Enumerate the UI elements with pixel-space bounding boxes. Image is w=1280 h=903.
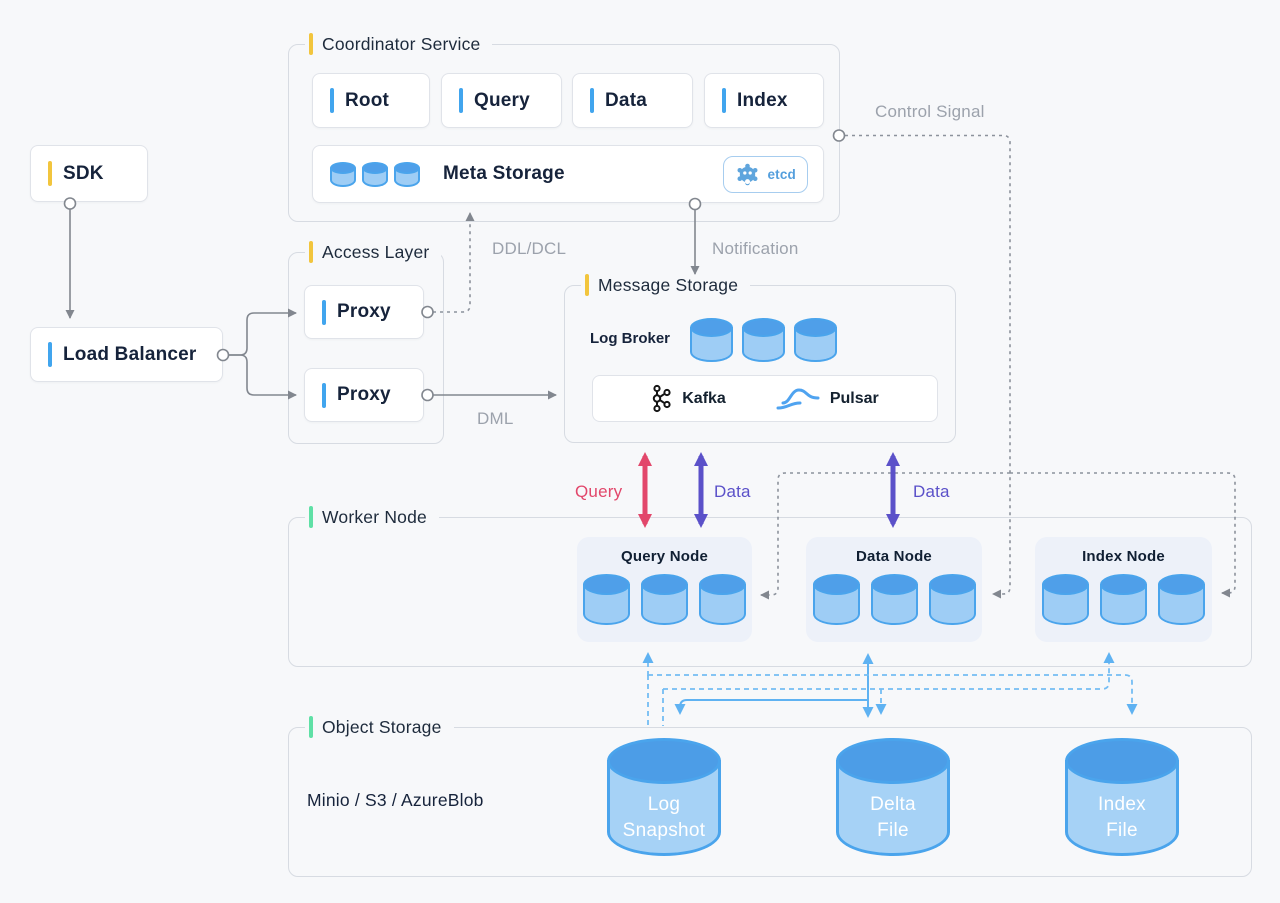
- database-cylinder-icon: [1158, 574, 1205, 625]
- ddl-dcl-label: DDL/DCL: [492, 239, 567, 258]
- database-cylinder-icon: [794, 318, 837, 362]
- green-accent-bar: [309, 716, 313, 738]
- index-label: Index: [737, 89, 788, 111]
- blue-accent-bar: [590, 88, 594, 113]
- access-layer-group: Access Layer: [288, 239, 444, 444]
- data-flow-label-query-node: Data: [714, 482, 751, 501]
- log-broker-label: Log Broker: [590, 330, 671, 347]
- data-node-title: Data Node: [856, 548, 932, 565]
- etcd-label: etcd: [767, 166, 796, 182]
- group-title: Object Storage: [322, 716, 442, 737]
- query-flow-label: Query: [575, 482, 623, 501]
- sdk-label: SDK: [63, 162, 104, 184]
- query-node-cylinders: [577, 574, 752, 625]
- blue-accent-bar: [322, 382, 326, 408]
- database-cylinder-icon: [1042, 574, 1089, 625]
- object-storage-group: Object Storage: [288, 714, 1252, 877]
- dml-label: DML: [477, 409, 514, 428]
- yellow-accent-bar: [309, 33, 313, 55]
- load-balancer-label: Load Balancer: [63, 343, 197, 365]
- coordinator-service-group: Coordinator Service: [288, 31, 840, 222]
- database-cylinder-icon: [812, 574, 860, 625]
- group-title: Message Storage: [598, 274, 739, 295]
- message-storage-group: Message Storage: [564, 272, 956, 443]
- index-coordinator-box: Index: [704, 73, 824, 128]
- data-flow-label-data-node: Data: [913, 482, 950, 501]
- database-cylinder-icon: [742, 318, 785, 362]
- proxy-label: Proxy: [337, 384, 391, 405]
- data-label: Data: [605, 89, 647, 111]
- index-node-panel: Index Node: [1035, 537, 1212, 642]
- blue-accent-bar: [48, 342, 52, 367]
- proxy-box-1: Proxy: [304, 285, 424, 339]
- yellow-accent-bar: [48, 161, 52, 186]
- root-coordinator-box: Root: [312, 73, 430, 128]
- index-node-cylinders: [1035, 574, 1212, 625]
- database-cylinder-icon: [870, 574, 918, 625]
- yellow-accent-bar: [585, 274, 589, 296]
- yellow-accent-bar: [309, 241, 313, 263]
- proxy-label: Proxy: [337, 301, 391, 322]
- load-balancer-box: Load Balancer: [30, 327, 223, 382]
- index-file-label: Index File: [1098, 794, 1146, 841]
- data-coordinator-box: Data: [572, 73, 693, 128]
- group-title: Worker Node: [322, 506, 427, 527]
- kafka-label: Kafka: [682, 389, 726, 407]
- coordinator-service-group-label: Coordinator Service: [305, 31, 493, 57]
- query-coordinator-box: Query: [441, 73, 562, 128]
- worker-node-group: Worker Node: [288, 504, 1252, 667]
- control-signal-label: Control Signal: [875, 102, 985, 121]
- database-cylinder-icon: [928, 574, 976, 625]
- database-cylinder-icon: [394, 161, 420, 187]
- group-title: Coordinator Service: [322, 33, 481, 54]
- delta-file-label: Delta File: [870, 794, 916, 841]
- blue-accent-bar: [322, 299, 326, 325]
- etcd-badge: etcd: [723, 155, 808, 193]
- meta-storage-box: Meta Storage etcd: [312, 145, 824, 203]
- pulsar-label: Pulsar: [829, 389, 879, 407]
- data-node-panel: Data Node: [806, 537, 982, 642]
- query-label: Query: [474, 89, 530, 111]
- pulsar-icon: [776, 387, 820, 409]
- query-node-panel: Query Node: [577, 537, 752, 642]
- sdk-box: SDK: [30, 145, 148, 202]
- meta-storage-cylinders: [330, 161, 420, 187]
- load-balancer-to-proxy-arrows: [228, 308, 297, 400]
- database-cylinder-icon: [641, 574, 688, 625]
- broker-options-box: Kafka Pulsar: [592, 375, 938, 422]
- index-node-title: Index Node: [1082, 548, 1165, 565]
- green-accent-bar: [309, 506, 313, 528]
- database-cylinder-icon: [699, 574, 746, 625]
- etcd-gear-icon: [737, 163, 758, 185]
- log-snapshot-label: Log Snapshot: [622, 794, 706, 841]
- object-storage-group-label: Object Storage: [305, 714, 454, 740]
- database-cylinder-icon: [1100, 574, 1147, 625]
- database-cylinder-icon: [330, 161, 356, 187]
- blue-accent-bar: [722, 88, 726, 113]
- access-layer-group-label: Access Layer: [305, 239, 442, 265]
- group-title: Access Layer: [322, 241, 430, 262]
- data-node-cylinders: [806, 574, 982, 625]
- delta-file-cylinder: Delta File: [836, 738, 950, 856]
- index-file-cylinder: Index File: [1065, 738, 1179, 856]
- proxy-box-2: Proxy: [304, 368, 424, 422]
- kafka-icon: [653, 384, 671, 413]
- kafka-option: Kafka: [651, 384, 726, 413]
- message-storage-group-label: Message Storage: [581, 272, 751, 298]
- worker-node-group-label: Worker Node: [305, 504, 439, 530]
- log-broker-cylinders: [690, 318, 837, 362]
- database-cylinder-icon: [583, 574, 630, 625]
- query-node-title: Query Node: [620, 548, 709, 565]
- notification-label: Notification: [712, 239, 799, 258]
- blue-accent-bar: [330, 88, 334, 113]
- log-snapshot-cylinder: Log Snapshot: [607, 738, 721, 856]
- root-label: Root: [345, 89, 390, 111]
- blue-accent-bar: [459, 88, 463, 113]
- database-cylinder-icon: [362, 161, 388, 187]
- pulsar-option: Pulsar: [776, 386, 879, 412]
- object-storage-caption: Minio / S3 / AzureBlob: [307, 790, 484, 810]
- meta-storage-label: Meta Storage: [443, 163, 565, 184]
- database-cylinder-icon: [690, 318, 733, 362]
